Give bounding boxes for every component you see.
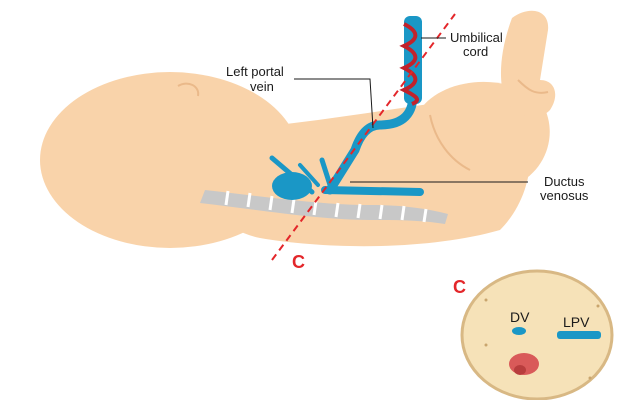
ductus-venosus-vessel [321, 186, 424, 196]
label-dv: DV [510, 309, 530, 325]
label-lpv: LPV [563, 314, 590, 330]
label-portal-line2: vein [250, 79, 274, 94]
label-ductus-line2: venosus [540, 188, 589, 203]
dv-marker [512, 327, 526, 335]
foot-crease [517, 79, 549, 94]
portal-branch-1 [319, 157, 333, 188]
lpv-marker [557, 331, 601, 339]
label-umbilical-line2: cord [463, 44, 488, 59]
leader-lines [294, 37, 528, 183]
section-panel-label: C [453, 277, 466, 297]
spine-icon [200, 190, 448, 224]
section-line-label: C [292, 252, 305, 272]
cross-section-icon [460, 269, 614, 400]
fetus-foot [500, 10, 556, 118]
cross-section-outline [460, 269, 614, 400]
heart [272, 172, 312, 200]
section-line [271, 13, 456, 261]
label-portal-line1: Left portal [226, 64, 284, 79]
portal-branch-2 [298, 163, 320, 187]
spine-segments [224, 190, 428, 223]
ear [177, 82, 200, 97]
thigh-crease [429, 114, 471, 171]
umbilical-cord [399, 16, 422, 106]
fetus-silhouette-icon [40, 10, 556, 248]
label-umbilical-line1: Umbilical [450, 30, 503, 45]
umbilical-vein [325, 17, 418, 195]
label-ductus-line1: Ductus [544, 174, 585, 189]
